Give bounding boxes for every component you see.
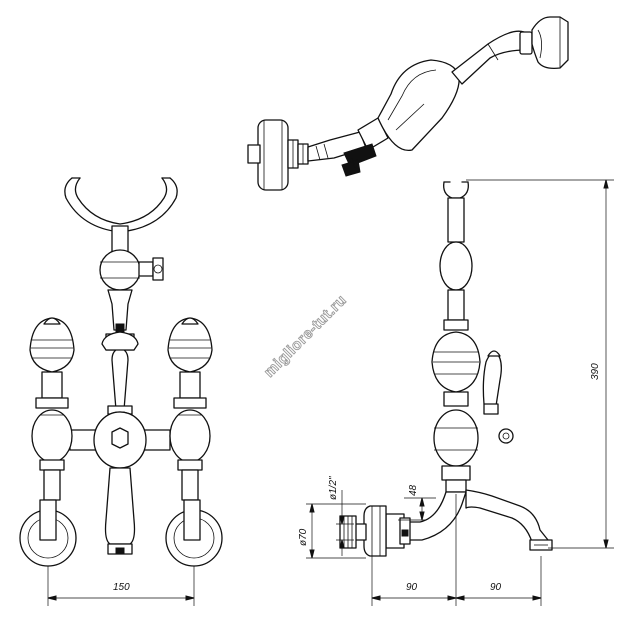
front-view: [20, 178, 222, 606]
dim-reach-spout: 90: [490, 582, 502, 593]
dim-offset: 48: [408, 484, 419, 496]
dim-height: 390: [590, 363, 601, 380]
dim-reach-wall: 90: [406, 582, 418, 593]
dim-front-width: 150: [113, 582, 130, 593]
dim-connection-thread: ø1/2": [328, 476, 339, 500]
dim-escutcheon-diameter: ø70: [298, 528, 309, 546]
watermark-text: migliore-tut.ru: [261, 292, 350, 381]
hand-shower-view: [248, 17, 568, 190]
side-view: [306, 180, 614, 606]
